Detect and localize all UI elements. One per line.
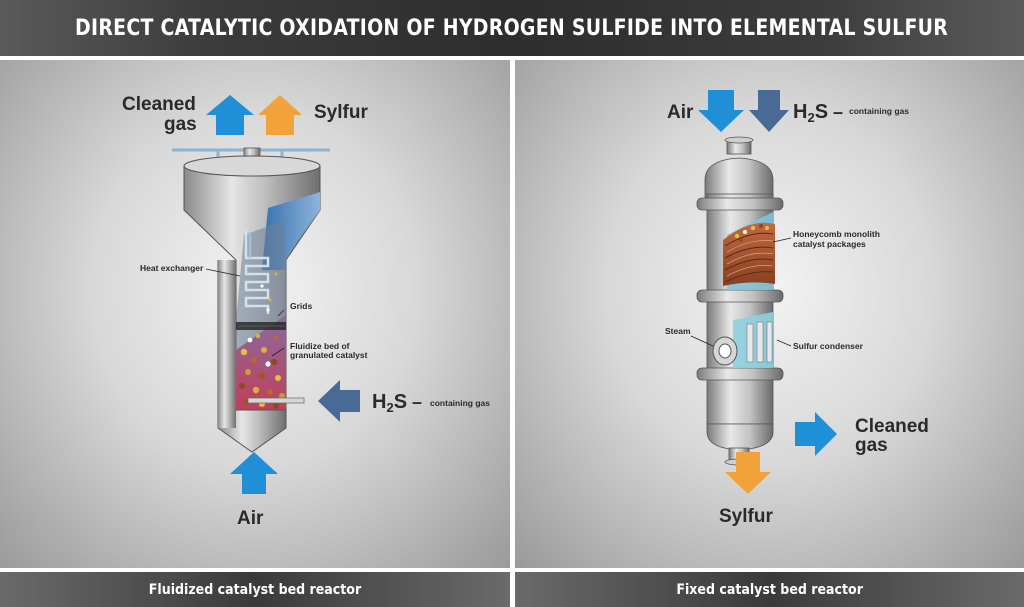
right-caption-bar: Fixed catalyst bed reactor: [515, 572, 1024, 607]
steam-label: Steam: [665, 326, 691, 336]
cleaned-gas-label-1: Cleaned: [122, 94, 196, 115]
h2s-label: H2S –: [372, 391, 422, 415]
heat-exchanger-label: Heat exchanger: [140, 263, 204, 273]
air-label: Air: [237, 508, 264, 529]
leader-lines: [205, 268, 285, 357]
cleaned-gas-label-2: gas: [164, 114, 197, 135]
left-caption: Fluidized catalyst bed reactor: [148, 581, 362, 598]
h2s-suffix: containing gas: [430, 398, 490, 408]
fluidized-reactor-diagram: Cleaned gas Sylfur: [122, 94, 490, 529]
h2s-in-arrow: [749, 90, 789, 132]
bed-label-1: Fluidize bed of: [290, 341, 350, 351]
cleaned-gas-label-1: Cleaned: [855, 416, 929, 437]
h2s-in-arrow: [318, 380, 360, 422]
title-bar: DIRECT CATALYTIC OXIDATION OF HYDROGEN S…: [0, 0, 1024, 56]
catalyst-particles: [239, 272, 285, 409]
h2s-label: H2S –: [793, 101, 843, 125]
honeycomb-cutaway: [723, 212, 775, 290]
reactor-vessel: [183, 155, 321, 453]
air-label: Air: [667, 102, 694, 123]
fixed-reactor-diagram: Air H2S – containing gas: [665, 90, 929, 527]
bed-label-2: granulated catalyst: [290, 350, 368, 360]
sulfur-label: Sylfur: [314, 102, 368, 123]
vessel-flanges: [696, 197, 784, 381]
condenser-cutaway: [733, 312, 773, 368]
fixed-reactor-panel: Air H2S – containing gas: [515, 60, 1024, 568]
cleaned-gas-label-2: gas: [855, 435, 888, 456]
air-in-arrow: [698, 90, 744, 132]
h2s-suffix: containing gas: [849, 106, 909, 116]
right-caption: Fixed catalyst bed reactor: [676, 581, 863, 598]
sulfur-out-arrow: [725, 452, 771, 494]
grids-label: Grids: [290, 301, 312, 311]
steam-nozzle: [712, 336, 738, 366]
honeycomb-label-1: Honeycomb monolith: [793, 229, 880, 239]
left-caption-bar: Fluidized catalyst bed reactor: [0, 572, 510, 607]
cleaned-gas-out-arrow: [206, 95, 254, 135]
leader-lines: [690, 237, 792, 347]
heat-exchanger-coils: [244, 230, 270, 314]
condenser-label: Sulfur condenser: [793, 341, 864, 351]
fluidized-reactor-panel: Cleaned gas Sylfur: [0, 60, 510, 568]
cleaned-gas-out-arrow: [795, 412, 837, 456]
honeycomb-label-2: catalyst packages: [793, 239, 866, 249]
page-title: DIRECT CATALYTIC OXIDATION OF HYDROGEN S…: [75, 15, 949, 41]
sulfur-label: Sylfur: [719, 506, 773, 527]
sulfur-out-arrow: [258, 95, 302, 135]
h2s-inlet-pipe: [247, 397, 305, 404]
air-in-arrow: [230, 452, 278, 494]
